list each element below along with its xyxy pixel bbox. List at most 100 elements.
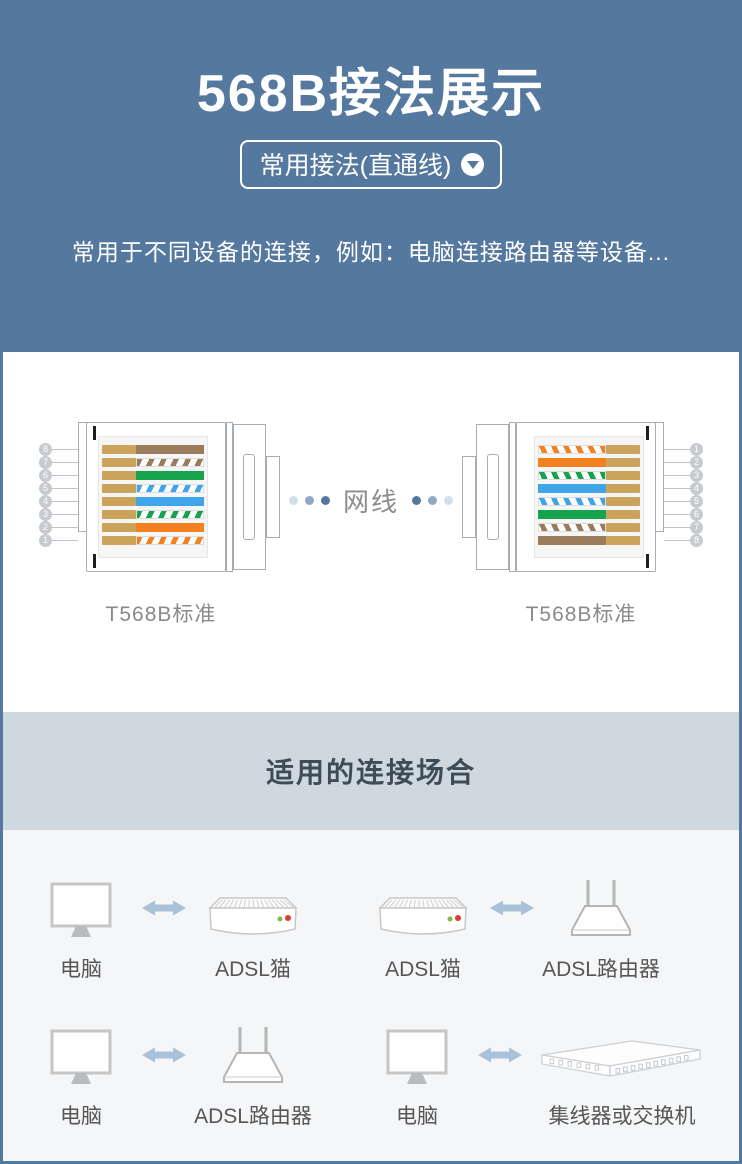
wire-blue xyxy=(538,484,640,493)
pin-pointer-line xyxy=(664,462,690,463)
wire-color-segment xyxy=(538,510,606,519)
right-connector-caption: T568B标准 xyxy=(525,603,637,626)
gold-pin-segment xyxy=(606,536,640,545)
pin-pointer-line xyxy=(51,475,78,476)
cable-dot-icon xyxy=(304,496,314,505)
wire-white-blue xyxy=(538,497,640,506)
gold-pin-segment xyxy=(606,458,640,467)
pin-row: 3 xyxy=(38,508,78,521)
device-label: ADSL猫 xyxy=(215,958,291,981)
page-title: 568B接法展示 xyxy=(196,65,546,123)
pin-number-badge: 4 xyxy=(38,495,52,508)
pin-row: 7 xyxy=(664,521,703,534)
gold-pin-segment xyxy=(101,445,136,454)
pin-pointer-line xyxy=(664,540,690,541)
pin-number-badge: 3 xyxy=(690,469,703,482)
pin-number-badge: 7 xyxy=(38,456,52,469)
device-computer: 电脑 xyxy=(25,876,137,983)
device-label: 电脑 xyxy=(60,1105,102,1128)
gold-pin-segment xyxy=(101,536,136,545)
section-band: 适用的连接场合 xyxy=(3,712,739,830)
gold-pin-segment xyxy=(606,510,640,519)
cable-link: 网线 xyxy=(288,482,453,519)
cable-dot-icon xyxy=(428,496,437,505)
gold-pin-segment xyxy=(101,458,136,467)
pin-number-badge: 5 xyxy=(38,482,52,495)
pin-row: 2 xyxy=(38,521,78,534)
pin-row: 3 xyxy=(664,469,703,482)
device-modem: ADSL猫 xyxy=(361,876,485,983)
pin-number-badge: 1 xyxy=(690,443,703,456)
pin-row: 2 xyxy=(664,456,703,469)
pin-pointer-line xyxy=(51,514,78,515)
wire-white-blue xyxy=(101,484,204,493)
pin-number-badge: 5 xyxy=(690,495,703,508)
pin-pointer-line xyxy=(51,540,78,541)
gold-pin-segment xyxy=(606,497,640,506)
pin-pointer-line xyxy=(51,488,78,489)
double-arrow-icon xyxy=(477,1023,523,1087)
wire-white-orange xyxy=(538,445,640,454)
pin-number-badge: 3 xyxy=(38,508,52,521)
pin-number-badge: 6 xyxy=(38,469,52,482)
device-label: ADSL猫 xyxy=(385,958,461,981)
device-label: 电脑 xyxy=(60,958,102,981)
router-icon xyxy=(564,876,638,940)
chevron-down-circle-icon xyxy=(461,152,485,176)
cable-dot-icon xyxy=(320,496,330,505)
modem-icon xyxy=(206,876,300,940)
device-label: 电脑 xyxy=(396,1105,438,1128)
usage-description: 常用于不同设备的连接，例如：电脑连接路由器等设备... xyxy=(71,239,671,265)
wire-color-segment xyxy=(538,471,606,480)
pin-row: 1 xyxy=(38,534,78,547)
computer-icon xyxy=(50,876,112,940)
double-arrow-icon xyxy=(489,876,535,940)
wire-color-segment xyxy=(538,458,606,467)
gold-pin-segment xyxy=(101,523,136,532)
device-computer: 电脑 xyxy=(361,1023,473,1130)
wire-blue xyxy=(101,497,204,506)
pin-pointer-line xyxy=(664,527,690,528)
wire-white-green xyxy=(538,471,640,480)
wire-color-segment xyxy=(135,484,204,493)
device-router: ADSL路由器 xyxy=(539,876,663,983)
cable-dot-icon xyxy=(444,496,453,505)
pin-row: 7 xyxy=(38,456,78,469)
pin-row: 5 xyxy=(664,495,703,508)
pin-pointer-line xyxy=(51,449,78,450)
section-title: 适用的连接场合 xyxy=(265,757,476,788)
wire-color-segment xyxy=(538,445,606,454)
gold-pin-segment xyxy=(101,484,136,493)
wire-white-brown xyxy=(101,458,204,467)
pin-number-badge: 2 xyxy=(690,456,703,469)
modem-icon xyxy=(376,876,470,940)
device-label: ADSL路由器 xyxy=(194,1105,312,1128)
device-computer: 电脑 xyxy=(25,1023,137,1130)
wire-green xyxy=(538,510,640,519)
computer-icon xyxy=(50,1023,112,1087)
pin-number-badge: 8 xyxy=(690,534,703,547)
device-label: 集线器或交换机 xyxy=(548,1105,696,1128)
wiring-type-selector[interactable]: 常用接法(直通线) xyxy=(239,140,503,189)
gold-pin-segment xyxy=(606,484,640,493)
pin-row: 8 xyxy=(664,534,703,547)
wire-white-brown xyxy=(538,523,640,532)
pin-row: 6 xyxy=(664,508,703,521)
connection-pair: ADSL猫 ADSL路由器 xyxy=(361,876,717,983)
connection-pair: 电脑 集线器或交换机 xyxy=(361,1023,717,1130)
connection-pair: 电脑 ADSL路由器 xyxy=(25,1023,315,1130)
gold-pin-segment xyxy=(101,510,136,519)
wire-green xyxy=(101,471,204,480)
left-connector-caption: T568B标准 xyxy=(105,603,217,626)
device-modem: ADSL猫 xyxy=(191,876,315,983)
pin-row: 6 xyxy=(38,469,78,482)
cable-label: 网线 xyxy=(342,487,399,517)
device-switch: 集线器或交换机 xyxy=(527,1023,717,1130)
